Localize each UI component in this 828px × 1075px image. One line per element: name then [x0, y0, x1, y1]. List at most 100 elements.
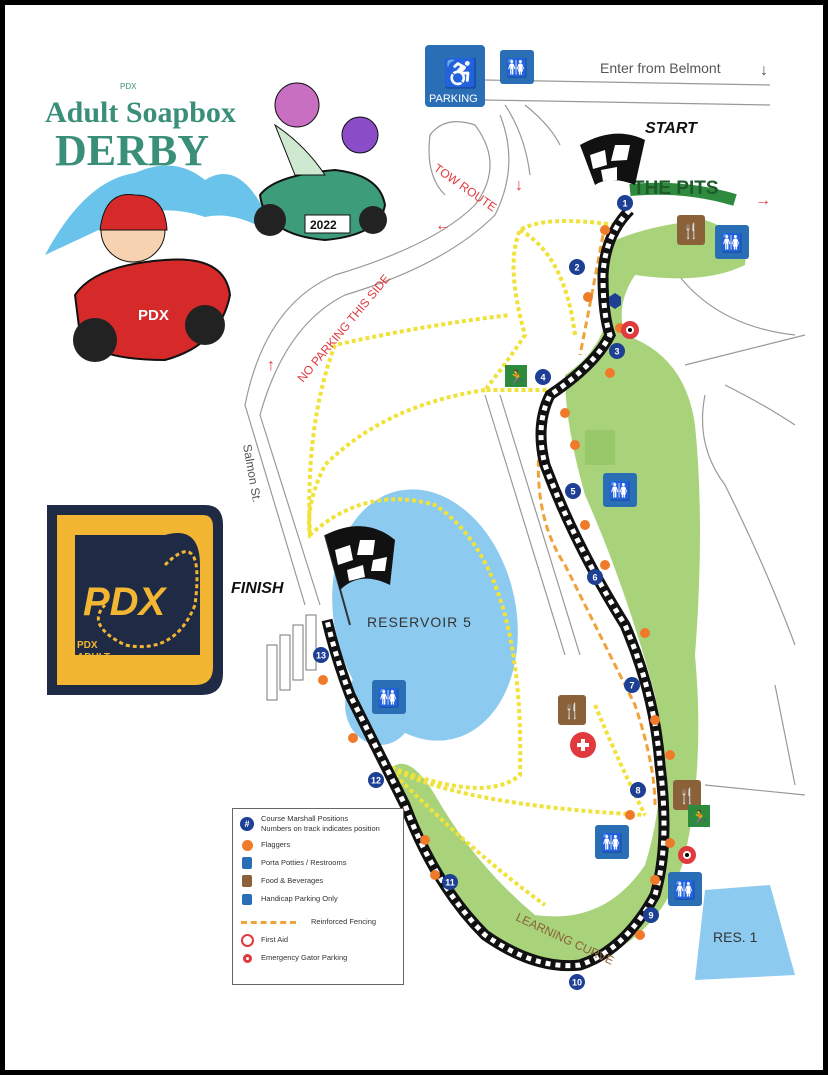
legend-label: Flaggers	[261, 840, 291, 849]
handicap-icon	[239, 893, 255, 905]
svg-text:PDX: PDX	[83, 580, 168, 624]
finish-flag-icon	[324, 526, 395, 626]
restroom-icon: 🚻	[372, 680, 406, 714]
street-label: Salmon St.	[240, 443, 264, 503]
gator-icon	[678, 846, 696, 864]
flagger-marker	[420, 835, 430, 845]
start-label: START	[645, 120, 698, 137]
svg-text:🚻: 🚻	[674, 879, 696, 900]
pdx-soapbox-logo: PDX PDX ADULT SOAPBOX	[47, 505, 223, 695]
flagger-marker	[318, 675, 328, 685]
bleachers	[266, 614, 317, 701]
parking-sign: ♿ PARKING	[425, 45, 485, 107]
svg-text:7: 7	[629, 681, 634, 691]
no-parking-label: NO PARKING THIS SIDE	[295, 272, 393, 385]
enter-label: Enter from Belmont	[600, 60, 721, 76]
legend-item: First Aid	[233, 931, 403, 949]
marshal-marker: 5	[565, 483, 581, 499]
legend-item: Reinforced Fencing	[233, 913, 403, 931]
legend-label: Handicap Parking Only	[261, 894, 338, 903]
flagger-icon	[239, 839, 255, 851]
svg-text:13: 13	[316, 651, 326, 661]
reservoir-1	[695, 885, 795, 980]
flagger-marker	[605, 368, 615, 378]
svg-text:2: 2	[574, 263, 579, 273]
kart-label: PDX	[138, 307, 169, 324]
svg-text:ADULT: ADULT	[77, 652, 110, 663]
marshal-marker: 13	[313, 647, 329, 663]
flagger-marker	[650, 715, 660, 725]
finish-label: FINISH	[231, 580, 284, 597]
flagger-marker	[600, 225, 610, 235]
down-arrow-icon: ↓	[760, 62, 768, 79]
flagger-marker	[560, 408, 570, 418]
flagger-marker	[580, 520, 590, 530]
title-line1: Adult Soapbox	[45, 96, 236, 129]
svg-text:8: 8	[635, 786, 640, 796]
svg-text:PDX: PDX	[77, 640, 98, 651]
marshal-marker: 4	[535, 369, 551, 385]
legend-item: Emergency Gator Parking	[233, 949, 403, 967]
marshal-marker: 6	[587, 569, 603, 585]
flagger-marker	[635, 930, 645, 940]
arrow-right-icon: →	[755, 192, 771, 209]
reservoir-5-label: RESERVOIR 5	[367, 614, 472, 630]
svg-text:3: 3	[614, 347, 619, 357]
svg-text:🚻: 🚻	[378, 687, 400, 708]
svg-text:6: 6	[592, 573, 597, 583]
legend-label: Course Marshall Positions	[261, 814, 349, 823]
svg-text:🚻: 🚻	[609, 480, 631, 501]
svg-text:4: 4	[540, 373, 545, 383]
restroom-icon	[239, 857, 255, 869]
flagger-marker	[600, 560, 610, 570]
svg-text:1: 1	[622, 199, 627, 209]
restroom-icon: 🚻	[715, 225, 749, 259]
marshal-marker: 2	[569, 259, 585, 275]
restroom-icon: 🚻	[500, 50, 534, 84]
flagger-marker	[570, 440, 580, 450]
svg-text:🚻: 🚻	[601, 832, 623, 853]
grass-patch	[585, 430, 615, 465]
marshal-marker: 9	[643, 907, 659, 923]
tow-route	[307, 219, 647, 907]
arrow-down-icon: ↓	[515, 177, 523, 194]
map-canvas: Enter from Belmont ↓ RESERVOIR 5 RES. 1 …	[45, 45, 806, 990]
svg-text:🍴: 🍴	[678, 787, 697, 805]
flagger-marker	[625, 810, 635, 820]
legend-item: Flaggers	[233, 836, 403, 854]
pits-label: THE PITS	[633, 178, 719, 199]
res-1-label: RES. 1	[713, 929, 758, 945]
first-aid-icon	[570, 732, 596, 758]
marshal-marker: 12	[368, 772, 384, 788]
marshal-icon: #	[239, 817, 255, 831]
svg-text:9: 9	[648, 911, 653, 921]
fence-icon	[239, 920, 297, 924]
legend-item: Handicap Parking Only	[233, 890, 403, 908]
svg-text:5: 5	[570, 487, 575, 497]
title-line2: DERBY	[55, 126, 209, 175]
runner-icon: 🏃	[688, 805, 710, 827]
year-label: 2022	[310, 218, 337, 232]
food-icon: 🍴	[558, 695, 586, 725]
legend-label: Emergency Gator Parking	[261, 953, 348, 962]
marshal-marker: 8	[630, 782, 646, 798]
pits-arc	[629, 182, 737, 206]
derby-cartoon-art	[45, 82, 387, 362]
restroom-icon: 🚻	[668, 872, 702, 906]
svg-text:🏃: 🏃	[691, 809, 708, 825]
flagger-marker	[430, 870, 440, 880]
arrow-left-icon: ←	[435, 217, 451, 234]
park-grass	[385, 220, 746, 965]
tow-route-label: TOW ROUTE	[431, 161, 499, 214]
svg-text:PARKING: PARKING	[429, 93, 478, 105]
flagger-marker	[665, 750, 675, 760]
restroom-icon: 🚻	[603, 473, 637, 507]
flagger-marker	[348, 733, 358, 743]
svg-text:🍴: 🍴	[682, 222, 701, 240]
gator-icon	[239, 953, 255, 963]
svg-text:12: 12	[371, 776, 381, 786]
start-flag-icon	[580, 133, 645, 185]
road-arrows: ↓ ← ↑ →	[267, 177, 771, 374]
